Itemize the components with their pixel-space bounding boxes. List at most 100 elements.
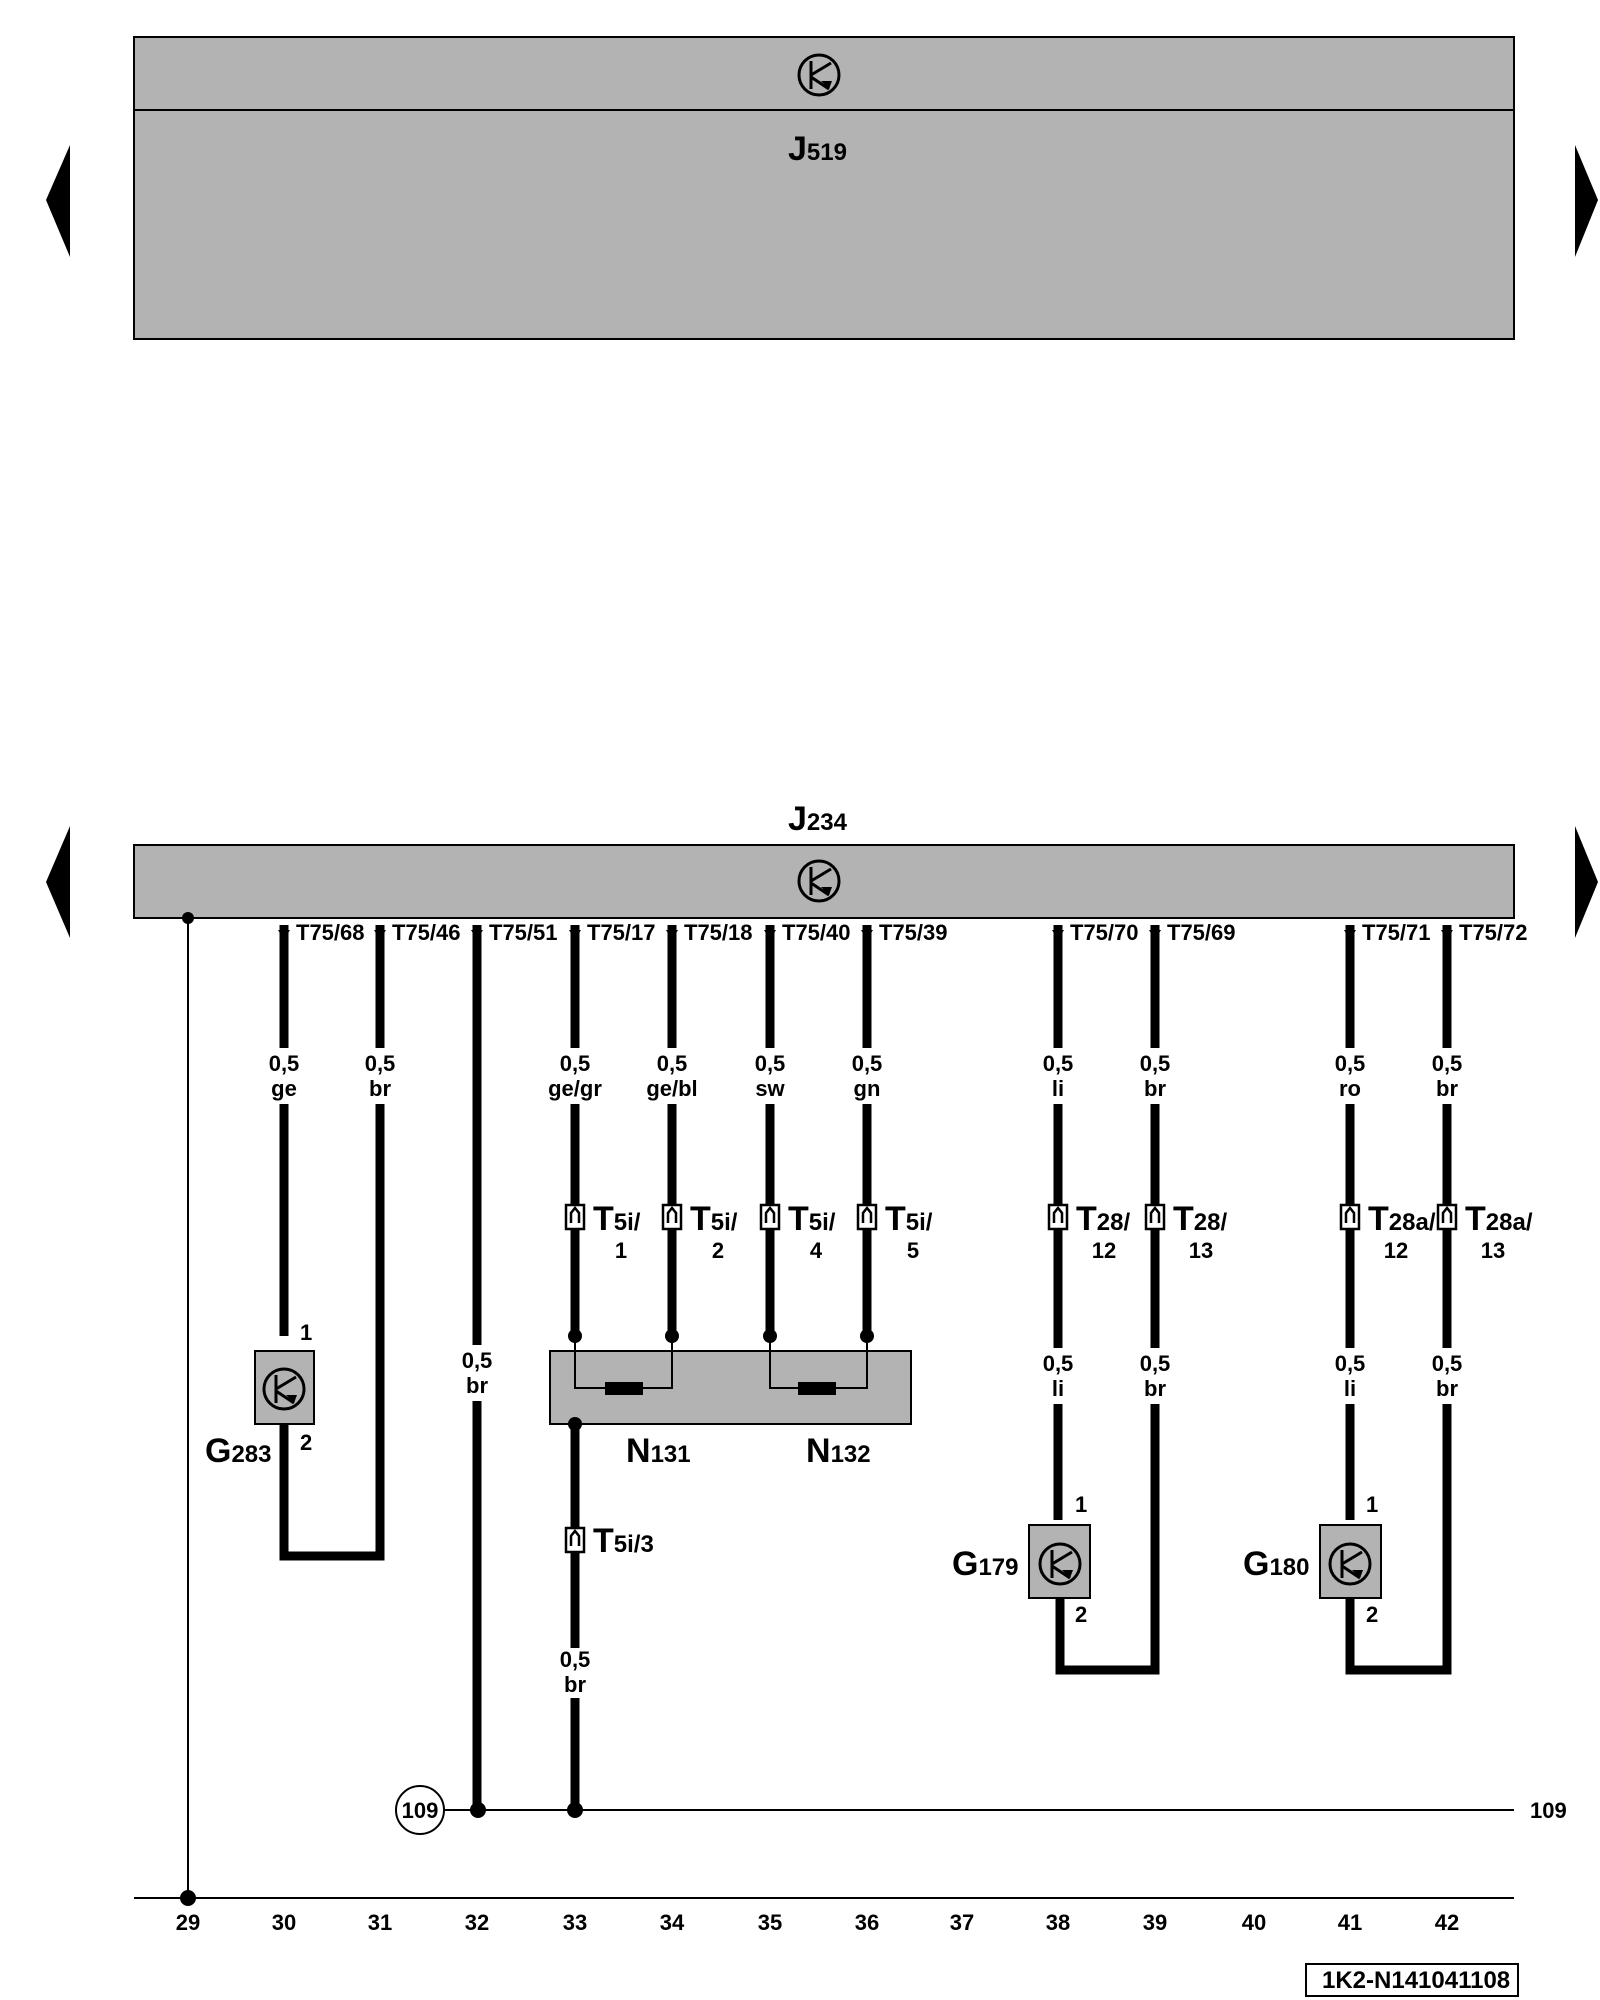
- connector-icon: [856, 1203, 878, 1231]
- wire-color: li: [1052, 1376, 1064, 1401]
- component-g179: G179 1 2: [952, 1492, 1091, 1627]
- connector-label: T28a/: [1465, 1200, 1533, 1238]
- wire-size: 0,5: [1432, 1351, 1463, 1376]
- wire-size: 0,5: [852, 1051, 883, 1076]
- wire-color: br: [1144, 1076, 1166, 1101]
- wire-color: ge/bl: [646, 1076, 697, 1101]
- wire-size: 0,5: [755, 1051, 786, 1076]
- svg-text:109: 109: [402, 1798, 439, 1823]
- svg-text:2: 2: [1075, 1602, 1087, 1627]
- svg-text:T5i/3: T5i/3: [593, 1522, 654, 1560]
- column-number: 34: [660, 1910, 685, 1935]
- connector-icon: [1436, 1203, 1458, 1231]
- solenoid-block: N131 N132: [549, 1336, 912, 1470]
- column-number: 38: [1046, 1910, 1070, 1935]
- svg-text:2: 2: [1366, 1602, 1378, 1627]
- wire-color: li: [1052, 1076, 1064, 1101]
- connector-label: T5i/: [593, 1200, 641, 1238]
- prev-page-arrow-icon[interactable]: [46, 145, 70, 257]
- next-page-arrow-icon-lower[interactable]: [1575, 826, 1598, 938]
- column-number: 31: [368, 1910, 392, 1935]
- svg-text:N132: N132: [806, 1432, 871, 1470]
- svg-text:109: 109: [1530, 1798, 1567, 1823]
- pin-label: T75/69: [1167, 920, 1236, 945]
- prev-page-arrow-icon-lower[interactable]: [46, 826, 70, 938]
- pin-label: T75/70: [1070, 920, 1139, 945]
- pin-label: T75/39: [879, 920, 948, 945]
- wire-color: li: [1344, 1376, 1356, 1401]
- column-number: 30: [272, 1910, 296, 1935]
- wire-color: ro: [1339, 1076, 1361, 1101]
- column-number: 29: [176, 1910, 200, 1935]
- connector-pin: 12: [1384, 1238, 1408, 1263]
- column-number: 42: [1435, 1910, 1459, 1935]
- pin-label: T75/17: [587, 920, 656, 945]
- column-number: 39: [1143, 1910, 1167, 1935]
- wire-size: 0,5: [1432, 1051, 1463, 1076]
- wire-color: br: [369, 1076, 391, 1101]
- column-number: 37: [950, 1910, 974, 1935]
- wire-size: 0,5: [1140, 1351, 1171, 1376]
- pin-label: T75/46: [392, 920, 461, 945]
- svg-text:G179: G179: [952, 1545, 1019, 1583]
- diagram-id-box: [1305, 1963, 1519, 1997]
- wire-color: sw: [755, 1076, 785, 1101]
- wire-color: ge/gr: [548, 1076, 602, 1101]
- connector-pin: 13: [1189, 1238, 1213, 1263]
- wire-size: 0,5: [1043, 1351, 1074, 1376]
- column-number: 32: [465, 1910, 489, 1935]
- connector-label: T5i/: [690, 1200, 738, 1238]
- module-j519: J519: [133, 36, 1515, 340]
- ground-point-109: [395, 1785, 445, 1835]
- pin-label: T75/40: [782, 920, 851, 945]
- connector-icon: [1047, 1203, 1069, 1231]
- connector-icon: [1339, 1203, 1361, 1231]
- pin-label: T75/72: [1459, 920, 1528, 945]
- wire-color: ge: [271, 1076, 297, 1101]
- pin-label: T75/18: [684, 920, 753, 945]
- wire-color: br: [1144, 1376, 1166, 1401]
- column-number: 40: [1242, 1910, 1266, 1935]
- wire-size: 0,5: [657, 1051, 688, 1076]
- wire-size: 0,5: [560, 1051, 591, 1076]
- column-number: 33: [563, 1910, 587, 1935]
- connector-icon: [1144, 1203, 1166, 1231]
- pin-label: T75/71: [1362, 920, 1431, 945]
- svg-text:G283: G283: [205, 1432, 272, 1470]
- svg-text:1: 1: [1075, 1492, 1087, 1517]
- connector-label: T28/: [1076, 1200, 1130, 1238]
- wire-T75-46: T75/460,5br: [358, 920, 461, 1556]
- wire-color: br: [1436, 1076, 1458, 1101]
- wire-size: 0,5: [1335, 1351, 1366, 1376]
- connector-label: T5i/: [788, 1200, 836, 1238]
- pin-label: T75/68: [296, 920, 365, 945]
- connector-pin: 2: [712, 1238, 724, 1263]
- connector-pin: 5: [907, 1238, 919, 1263]
- connector-pin: 1: [615, 1238, 627, 1263]
- module-j234: J234: [133, 800, 1515, 919]
- column-numbers: 29 30 31 32 33 34 35 36 37 38 39 40 41 42: [176, 1910, 1459, 1935]
- connector-label: T28/: [1173, 1200, 1227, 1238]
- column-number: 36: [855, 1910, 879, 1935]
- svg-text:N131: N131: [626, 1432, 691, 1470]
- svg-text:br: br: [564, 1672, 586, 1697]
- column-number: 41: [1338, 1910, 1362, 1935]
- diagram-id: 1K2-N141041108: [1322, 1967, 1510, 1994]
- svg-text:2: 2: [300, 1430, 312, 1455]
- pin-label: T75/51: [489, 920, 558, 945]
- wire-size: 0,5: [1335, 1051, 1366, 1076]
- svg-text:J234: J234: [788, 800, 848, 838]
- svg-text:1: 1: [300, 1320, 312, 1345]
- column-number: 35: [758, 1910, 782, 1935]
- next-page-arrow-icon[interactable]: [1575, 145, 1598, 257]
- svg-text:0,5: 0,5: [560, 1647, 591, 1672]
- wire-size: 0,5: [1140, 1051, 1171, 1076]
